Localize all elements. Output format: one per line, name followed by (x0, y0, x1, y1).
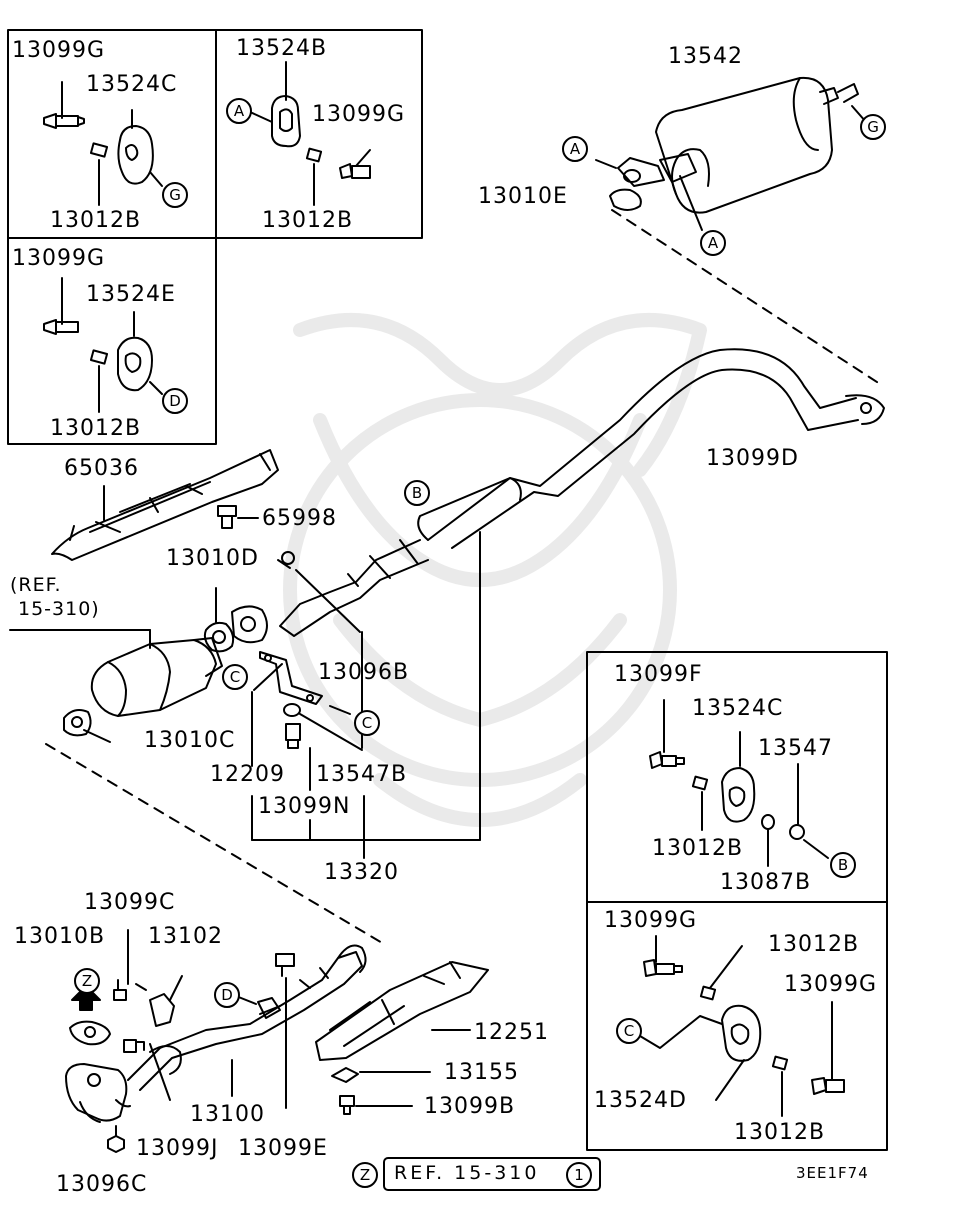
ref-box-frame (383, 1157, 601, 1191)
marker-z-footer: Z (352, 1162, 378, 1188)
marker-a-muffler-1: A (562, 136, 588, 162)
inset2-insulator-label: 13524B (236, 36, 328, 61)
footer-ref-number: 1 (566, 1162, 592, 1188)
bolt-13099b-label: 13099B (424, 1094, 516, 1119)
inset3-pin-label: 13012B (50, 416, 142, 441)
up-arrow-icon (71, 985, 101, 1011)
catalytic-converter-shape (9, 629, 385, 945)
bolt-13099n-label: 13099N (258, 794, 351, 819)
shield-bolt-label: 65998 (262, 506, 337, 531)
inset2-pin-label: 13012B (262, 208, 354, 233)
pipe-13100-label: 13100 (190, 1102, 265, 1127)
bolt-13099j-label: 13099J (136, 1136, 219, 1161)
gasket-13010d-shape (203, 587, 235, 653)
marker-a-inset2: A (226, 98, 252, 124)
marker-c-main-2: C (354, 710, 380, 736)
inset3-bolt-label: 13099G (12, 246, 106, 271)
front-gasket-label: 13010D (166, 546, 259, 571)
gasket-13010b-label: 13010B (14, 924, 106, 949)
heat-shield-12251-label: 12251 (474, 1020, 549, 1045)
washer-13547b-label: 13547B (316, 762, 408, 787)
inset3-parts (43, 277, 163, 413)
inset1-insulator-label: 13524C (86, 72, 178, 97)
cat-gasket-label: 13010C (144, 728, 236, 753)
inset4-pin-label: 13012B (652, 836, 744, 861)
muffler-shape (595, 76, 881, 385)
marker-g-muffler: G (860, 114, 886, 140)
marker-c-inset5: C (616, 1018, 642, 1044)
front-pipe-shape (65, 929, 367, 1153)
inset1-pin-label: 13012B (50, 208, 142, 233)
heat-shield-12251-shape (315, 961, 489, 1115)
bolt-13099e-label: 13099E (238, 1136, 328, 1161)
inset-frame-5 (586, 901, 888, 1151)
marker-c-main-1: C (222, 664, 248, 690)
inset5-insulator-label: 13524D (594, 1088, 687, 1113)
assembly-13320-label: 13320 (324, 860, 399, 885)
inset5-parts (639, 935, 845, 1117)
inset4-spacer-label: 13087B (720, 870, 812, 895)
inset-frame-3 (7, 237, 217, 445)
footer-ref-text: REF. 15-310 (394, 1162, 540, 1184)
inset4-parts (649, 699, 829, 867)
inset4-bolt-label: 13099F (614, 662, 703, 687)
inset-frame-2 (215, 29, 423, 239)
inset4-washer-label: 13547 (758, 736, 833, 761)
bracket-12209-label: 12209 (210, 762, 285, 787)
ref-text-line2: 15-310) (18, 598, 100, 620)
marker-b-inset4: B (830, 852, 856, 878)
inset1-parts (43, 81, 163, 206)
inset3-insulator-label: 13524E (86, 282, 176, 307)
nut-13096c-label: 13096C (56, 1172, 148, 1197)
nut-13096b-label: 13096B (318, 660, 410, 685)
muffler-part-label: 13542 (668, 44, 743, 69)
inset2-parts (249, 61, 371, 206)
clip-13155-label: 13155 (444, 1060, 519, 1085)
muffler-gasket-label: 13010E (478, 184, 568, 209)
ref-text-line1: (REF. (10, 574, 62, 596)
inset1-bolt-label: 13099G (12, 38, 106, 63)
main-pipe-shape (231, 348, 885, 859)
marker-g-inset1: G (162, 182, 188, 208)
marker-z-front: Z (74, 968, 100, 994)
inset5-bolt-right-label: 13099G (784, 972, 878, 997)
inset5-bolt-top-label: 13099G (604, 908, 698, 933)
inset5-pin-top-label: 13012B (768, 932, 860, 957)
marker-b-main: B (404, 480, 430, 506)
marker-a-muffler-2: A (700, 230, 726, 256)
inset4-insulator-label: 13524C (692, 696, 784, 721)
marker-d-front: D (214, 982, 240, 1008)
inset2-bolt-label: 13099G (312, 102, 406, 127)
bracket-13102-label: 13102 (148, 924, 223, 949)
heat-shield-65036-label: 65036 (64, 456, 139, 481)
drawing-code: 3EE1F74 (796, 1164, 869, 1182)
bolt-13099c-label: 13099C (84, 890, 176, 915)
marker-d-inset3: D (162, 388, 188, 414)
rear-bolt-label: 13099D (706, 446, 799, 471)
heat-shield-65036-shape (51, 449, 279, 561)
inset5-pin-bottom-label: 13012B (734, 1120, 826, 1145)
